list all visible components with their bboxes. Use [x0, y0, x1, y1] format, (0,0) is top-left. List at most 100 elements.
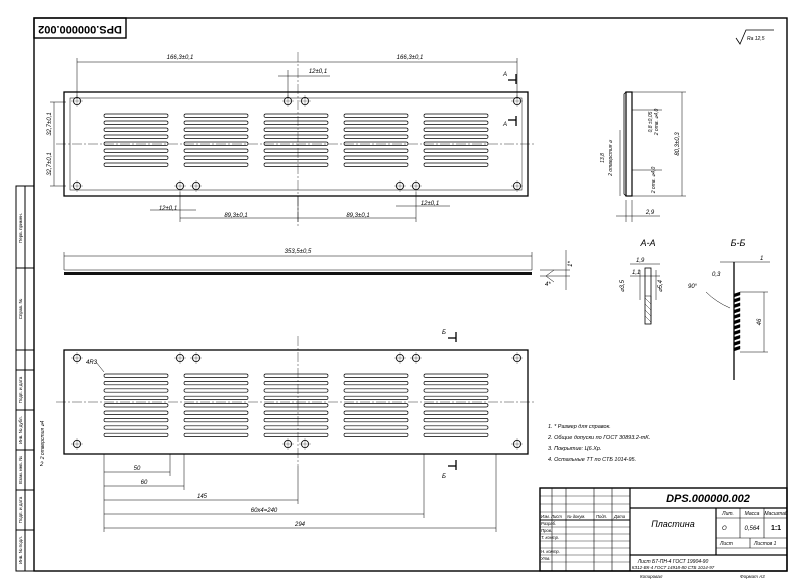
louver-slot: [423, 432, 489, 437]
dim-aa-outer: ⌀5,4: [658, 279, 664, 292]
top-view: 166,3±0,1 166,3±0,1 12±0,1 32,7±0,1 32,7…: [47, 52, 536, 228]
louver-tooth: [733, 318, 741, 325]
louver-tooth: [733, 297, 741, 303]
louver-slot: [103, 410, 169, 415]
louver-slot: [103, 432, 169, 437]
title-sheet: Лист: [719, 541, 733, 547]
louver-slot: [183, 381, 249, 386]
dim-top-bottom-right-small: 12±0,1: [421, 201, 439, 207]
louver-tooth: [733, 324, 741, 330]
louver-slot: [103, 395, 169, 400]
dim-top-height-upper: 32,7±0,1: [47, 112, 53, 135]
dim-bottom-ref: 2: [39, 462, 44, 468]
tb-row-tech-control: Т. контр.: [541, 535, 559, 540]
louver-slot: [183, 388, 249, 393]
dim-aa-inner: 1,1: [632, 270, 640, 276]
dim-bb-thickness: 1: [760, 256, 763, 262]
dim-top-bottom-left-small: 12±0,1: [159, 206, 177, 212]
note-3: 3. Покрытие: Ц6.Хр.: [548, 446, 601, 452]
louver-slot: [103, 403, 169, 408]
tb-row-change: Изм. Лист: [541, 514, 562, 519]
dim-bottom-pitch: 60х4=240: [251, 508, 278, 514]
flipped-number-box: DPS.000000.002: [33, 17, 127, 39]
louver-slot: [423, 388, 489, 393]
louver-slot: [263, 162, 329, 167]
section-a-marker-bottom: А: [502, 122, 507, 128]
louver-slot: [103, 425, 169, 430]
louver-slot: [423, 418, 489, 423]
louver-slot: [423, 120, 489, 125]
right-view: 80,3±0,3 0,8 ±0,05 2 отв. ⌀4,0 2 отв. ⌀4…: [600, 91, 686, 222]
louver-tooth: [733, 329, 741, 336]
bottom-view: 4R3 Б Б 2 отверстия ⌀4 2 50 60: [39, 330, 536, 532]
louver-slot: [183, 162, 249, 167]
louver-slot: [103, 113, 169, 118]
roughness-label: Ra 12,5: [747, 36, 765, 42]
roughness-symbol: Ra 12,5: [735, 29, 774, 45]
louver-slot: [263, 148, 329, 153]
dim-side-angle: 4*: [545, 282, 551, 288]
louver-slot: [103, 148, 169, 153]
louver-slot: [103, 373, 169, 378]
title-sheets: Листов 1: [753, 541, 777, 547]
louver-slot: [183, 148, 249, 153]
louver-slot: [263, 373, 329, 378]
louver-slot: [423, 127, 489, 132]
louver-slot: [183, 120, 249, 125]
louver-slot: [103, 381, 169, 386]
tb-row-norm-control: Н. контр.: [541, 549, 560, 554]
note-4: 4. Остальные ТТ по СТБ 1014-95.: [548, 457, 636, 463]
louver-slot: [263, 403, 329, 408]
louver-slot: [343, 432, 409, 437]
louver-slot: [183, 403, 249, 408]
dim-top-bottom-left: 89,3±0,1: [224, 213, 247, 219]
louver-slot: [343, 373, 409, 378]
title-block: DPS.000000.002 Пластина Лист Б7-ПН-4 ГОС…: [539, 487, 788, 579]
louver-slot: [263, 141, 329, 146]
louver-slot: [103, 388, 169, 393]
section-bb-label: Б-Б: [731, 238, 746, 248]
louver-slot: [263, 155, 329, 160]
section-b-marker-top: Б: [442, 330, 446, 336]
dim-top-right-span: 166,3±0,1: [397, 55, 424, 61]
strip-label-dup-inv: Инв. № дубл.: [18, 416, 23, 444]
louver-slot: [423, 141, 489, 146]
technical-notes: 1. * Размер для справок. 2. Общие допуск…: [547, 424, 651, 463]
right-view-plate: [625, 91, 633, 197]
top-view-holes: [71, 95, 523, 192]
louver-slot: [423, 148, 489, 153]
dim-side-thickness: 1*: [568, 260, 574, 266]
louver-slot: [343, 127, 409, 132]
louver-slot: [343, 148, 409, 153]
bottom-view-slots: [103, 373, 489, 437]
top-view-slots: [103, 113, 489, 167]
louver-slot: [263, 113, 329, 118]
louver-slot: [263, 381, 329, 386]
dim-right-upper-holes: 2 отв. ⌀4,0: [654, 109, 660, 137]
dim-right-thickness: 2,9: [645, 210, 655, 216]
louver-slot: [183, 134, 249, 139]
title-col-lit: Лит.: [721, 511, 734, 517]
dim-bb-angle: 90°: [688, 284, 698, 290]
note-1: 1. * Размер для справок.: [548, 424, 611, 430]
louver-slot: [263, 120, 329, 125]
louver-slot: [263, 388, 329, 393]
dim-bb-radius: 0,3: [712, 272, 721, 278]
title-format: Формат А3: [740, 574, 765, 579]
title-copied: Копировал: [640, 574, 663, 579]
louver-slot: [423, 134, 489, 139]
louver-tooth: [733, 313, 741, 319]
side-view-plate: [64, 272, 532, 275]
louver-slot: [423, 410, 489, 415]
strip-label-sign-date-1: Подп. и дата: [18, 376, 23, 403]
louver-slot: [183, 395, 249, 400]
title-material-2: КЗ12-ВК-4 ГОСТ 14918-80 СТБ 1014-97: [632, 565, 715, 570]
louver-tooth: [733, 302, 741, 309]
dim-aa-depth: ⌀3,5: [620, 279, 626, 292]
louver-slot: [183, 127, 249, 132]
dim-right-upper-fit: 0,8 ±0,05: [648, 111, 654, 132]
dim-top-center-offset: 12±0,1: [309, 69, 327, 75]
title-val-lit: О: [722, 526, 727, 532]
dim-aa-top: 1,9: [636, 258, 645, 264]
strip-label-sign-date-2: Подп. и дата: [18, 496, 23, 523]
